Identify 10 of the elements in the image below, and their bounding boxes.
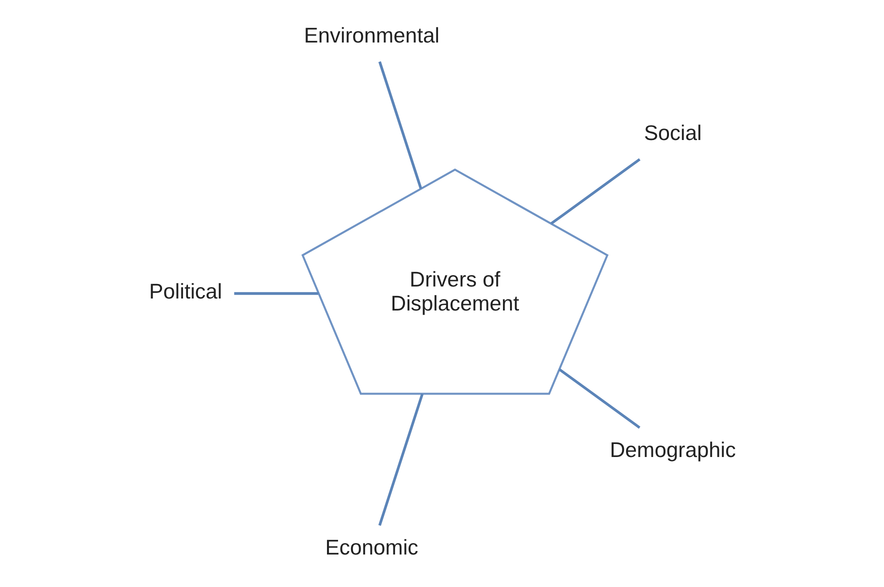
node-text: Economic — [324, 536, 418, 560]
connector — [558, 368, 640, 429]
connector — [378, 394, 424, 526]
connector — [234, 292, 318, 295]
node-text: Social — [644, 122, 702, 146]
node-text: Demographic — [609, 438, 736, 462]
connector — [550, 158, 640, 225]
connector — [378, 61, 422, 189]
node-text: Political — [148, 280, 222, 304]
node-text: Environmental — [304, 24, 439, 48]
